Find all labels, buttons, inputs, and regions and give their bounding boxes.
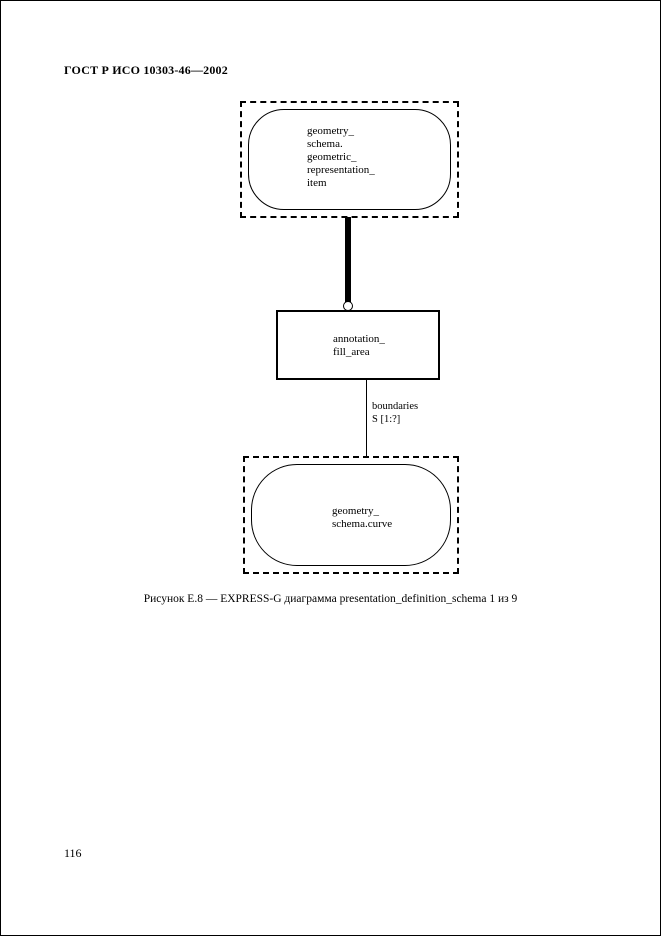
attribute-relation-line bbox=[366, 380, 367, 457]
attribute-label: boundaries S [1:?] bbox=[372, 400, 418, 426]
page-number: 116 bbox=[64, 846, 82, 860]
bottom-entity-label-line: schema.curve bbox=[332, 518, 393, 530]
top-entity-label-line: item bbox=[307, 177, 327, 189]
middle-entity-label-line: fill_area bbox=[333, 346, 370, 358]
attribute-label-line: boundaries bbox=[372, 401, 419, 412]
figure-caption: Рисунок Е.8 — EXPRESS-G диаграмма presen… bbox=[143, 593, 518, 605]
bottom-entity-dashed-frame: geometry_ schema.curve bbox=[243, 456, 459, 574]
annotation-fill-area-entity-box: annotation_ fill_area bbox=[276, 310, 440, 380]
top-entity-dashed-frame: geometry_ schema. geometric_ representat… bbox=[240, 101, 459, 218]
bottom-entity-label: geometry_ schema.curve bbox=[332, 505, 392, 531]
middle-entity-label: annotation_ fill_area bbox=[333, 333, 385, 359]
top-entity-label-line: schema. bbox=[307, 138, 343, 150]
top-entity-label: geometry_ schema. geometric_ representat… bbox=[307, 125, 375, 190]
top-entity-shape: geometry_ schema. geometric_ representat… bbox=[248, 109, 451, 210]
top-entity-label-line: geometry_ bbox=[307, 125, 355, 137]
top-entity-label-line: representation_ bbox=[307, 164, 375, 176]
attribute-label-line: S [1:?] bbox=[372, 414, 401, 425]
bottom-entity-shape: geometry_ schema.curve bbox=[251, 464, 451, 566]
bottom-entity-label-line: geometry_ bbox=[332, 505, 380, 517]
document-header: ГОСТ Р ИСО 10303-46—2002 bbox=[64, 63, 228, 77]
subtype-relation-line bbox=[345, 217, 351, 304]
top-entity-label-line: geometric_ bbox=[307, 151, 357, 163]
middle-entity-label-line: annotation_ bbox=[333, 333, 385, 345]
